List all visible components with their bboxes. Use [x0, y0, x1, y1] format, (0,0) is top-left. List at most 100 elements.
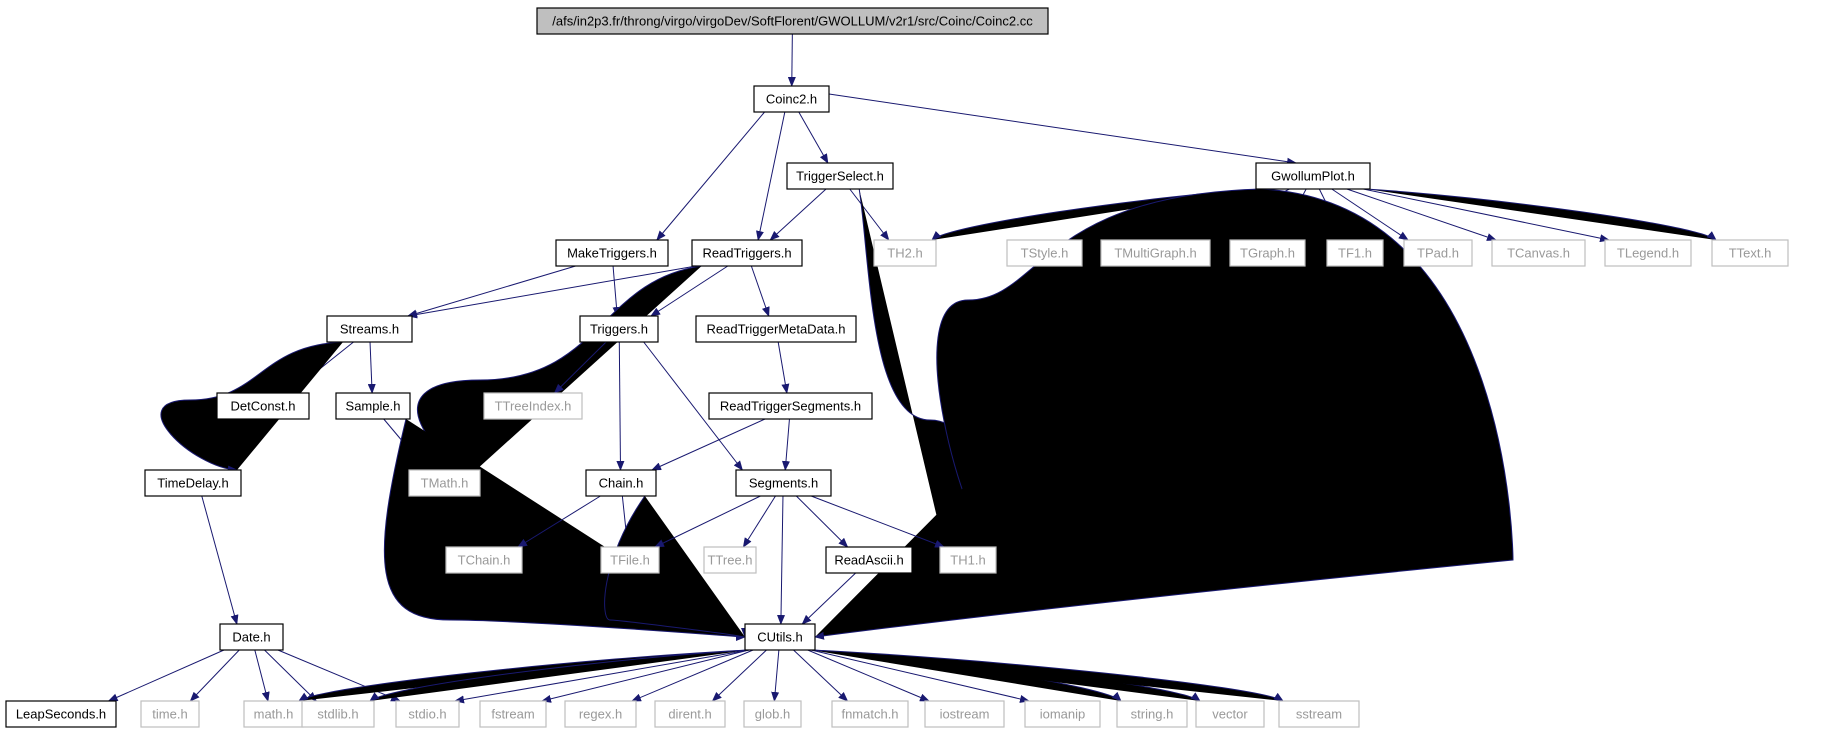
- edge-segments-to-th1: [810, 495, 945, 548]
- node-readtriggersegments[interactable]: ReadTriggerSegments.h: [708, 392, 873, 420]
- node-box: [579, 315, 659, 343]
- node-cutils[interactable]: CUtils.h: [744, 623, 816, 651]
- node-box: [691, 239, 803, 267]
- node-box: [219, 623, 284, 651]
- node-triggers[interactable]: Triggers.h: [579, 315, 659, 343]
- edge-triggers-to-segments: [643, 341, 743, 471]
- node-label: TTree.h: [707, 553, 752, 568]
- node-timedelay[interactable]: TimeDelay.h: [144, 469, 242, 497]
- edge-readascii-to-cutils: [801, 572, 856, 625]
- edge-date-to-stdlib: [264, 649, 318, 702]
- edge-date-to-stdio: [277, 649, 401, 702]
- edge-readtriggers-to-tmath: [417, 265, 702, 474]
- node-box: [1255, 162, 1371, 190]
- edge-readtriggersegments-to-chain: [651, 418, 766, 471]
- edge-gwollumplot-to-tpad: [1331, 188, 1409, 241]
- node-root[interactable]: /afs/in2p3.fr/throng/virgo/virgoDev/Soft…: [536, 7, 1049, 35]
- node-box: [536, 7, 1049, 35]
- node-box: [708, 392, 873, 420]
- node-box: [564, 700, 637, 728]
- node-layer: /afs/in2p3.fr/throng/virgo/virgoDev/Soft…: [5, 7, 1789, 728]
- node-box: [483, 392, 583, 420]
- node-detconst[interactable]: DetConst.h: [216, 392, 310, 420]
- edge-maketriggers-to-streams: [407, 265, 576, 318]
- node-box: [735, 469, 832, 497]
- edge-readtriggers-to-triggers: [650, 265, 729, 317]
- node-tcanvas: TCanvas.h: [1491, 239, 1586, 267]
- node-box: [831, 700, 909, 728]
- node-label: TTreeIndex.h: [495, 399, 572, 414]
- node-readtriggermetadata[interactable]: ReadTriggerMetaData.h: [695, 315, 857, 343]
- node-label: ReadTriggerSegments.h: [720, 399, 861, 414]
- node-box: [939, 546, 997, 574]
- node-tstyle: TStyle.h: [1006, 239, 1083, 267]
- node-box: [1326, 239, 1384, 267]
- edge-readtriggersegments-to-segments: [782, 418, 790, 471]
- node-box: [395, 700, 460, 728]
- node-stdlib: stdlib.h: [301, 700, 375, 728]
- node-box: [5, 700, 117, 728]
- edge-cutils-to-iostream: [807, 649, 930, 702]
- node-box: [600, 546, 660, 574]
- node-box: [585, 469, 657, 497]
- node-box: [243, 700, 304, 728]
- node-string: string.h: [1116, 700, 1188, 728]
- node-label: stdlib.h: [317, 707, 358, 722]
- edge-streams-to-sample: [367, 341, 376, 394]
- node-label: glob.h: [755, 707, 790, 722]
- edge-maketriggers-to-triggers: [612, 265, 621, 317]
- node-label: GwollumPlot.h: [1271, 169, 1355, 184]
- edge-segments-to-readascii: [795, 495, 849, 548]
- node-label: sstream: [1296, 707, 1342, 722]
- node-leapseconds[interactable]: LeapSeconds.h: [5, 700, 117, 728]
- node-box: [326, 315, 413, 343]
- node-label: Date.h: [232, 630, 270, 645]
- node-maketriggers[interactable]: MakeTriggers.h: [555, 239, 669, 267]
- node-label: TriggerSelect.h: [796, 169, 884, 184]
- node-ttree: TTree.h: [703, 546, 757, 574]
- edge-cutils-to-stdlib: [369, 649, 750, 702]
- node-label: string.h: [1131, 707, 1174, 722]
- node-gwollumplot[interactable]: GwollumPlot.h: [1255, 162, 1371, 190]
- node-label: dirent.h: [668, 707, 711, 722]
- node-segments[interactable]: Segments.h: [735, 469, 832, 497]
- node-vector: vector: [1195, 700, 1265, 728]
- edge-cutils-to-fnmatch: [793, 649, 849, 702]
- node-readtriggers[interactable]: ReadTriggers.h: [691, 239, 803, 267]
- node-box: [1116, 700, 1188, 728]
- node-label: TLegend.h: [1617, 246, 1679, 261]
- node-label: DetConst.h: [230, 399, 295, 414]
- node-th1: TH1.h: [939, 546, 997, 574]
- node-box: [335, 392, 411, 420]
- node-readascii[interactable]: ReadAscii.h: [825, 546, 913, 574]
- node-chain[interactable]: Chain.h: [585, 469, 657, 497]
- node-sstream: sstream: [1278, 700, 1360, 728]
- node-box: [695, 315, 857, 343]
- node-label: ReadAscii.h: [834, 553, 903, 568]
- node-box: [825, 546, 913, 574]
- edge-triggerselect-to-th2: [849, 188, 890, 241]
- node-label: TPad.h: [1417, 246, 1459, 261]
- edge-cutils-to-sstream: [810, 649, 1284, 702]
- edge-gwollumplot-to-cutils: [814, 188, 1514, 640]
- node-label: Streams.h: [340, 322, 399, 337]
- edge-triggerselect-to-readtriggers: [769, 188, 827, 241]
- node-coinc2[interactable]: Coinc2.h: [753, 85, 830, 113]
- node-label: TMath.h: [421, 476, 469, 491]
- edge-layer: [107, 33, 1717, 704]
- node-sample[interactable]: Sample.h: [335, 392, 411, 420]
- node-box: [144, 469, 242, 497]
- node-streams[interactable]: Streams.h: [326, 315, 413, 343]
- edge-date-to-leapseconds: [107, 649, 225, 702]
- node-triggerselect[interactable]: TriggerSelect.h: [786, 162, 894, 190]
- node-box: [1491, 239, 1586, 267]
- edge-date-to-math: [254, 649, 270, 702]
- edge-coinc2-to-maketriggers: [656, 111, 765, 241]
- node-date[interactable]: Date.h: [219, 623, 284, 651]
- node-box: [924, 700, 1005, 728]
- node-fnmatch: fnmatch.h: [831, 700, 909, 728]
- node-label: Triggers.h: [590, 322, 648, 337]
- edge-triggers-to-chain: [616, 341, 625, 471]
- edge-cutils-to-glob: [771, 649, 780, 702]
- node-tmultigraph: TMultiGraph.h: [1100, 239, 1211, 267]
